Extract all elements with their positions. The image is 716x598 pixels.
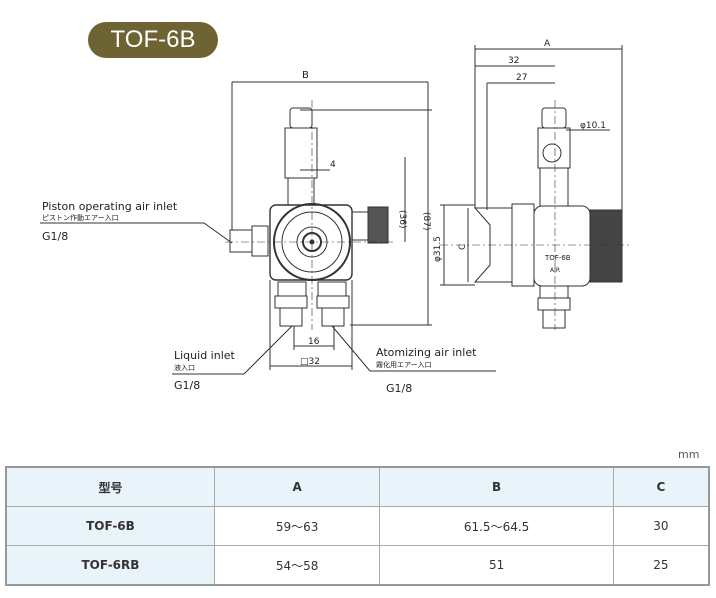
liquid-inlet-jp-label: 液入口 xyxy=(174,363,195,372)
dim-87-label: (87) xyxy=(421,212,431,230)
dim-36-label: (36) xyxy=(397,210,407,228)
atomizing-inlet-label: Atomizing air inlet xyxy=(376,346,477,359)
cell-b: 61.5～64.5 xyxy=(379,506,614,546)
dim-4-label: 4 xyxy=(330,160,336,170)
header-c: C xyxy=(612,466,710,507)
dim-phi315-label: φ31.5 xyxy=(433,236,443,262)
front-view: B 4 (36) (87) 16 □32 Piston operating ai… xyxy=(40,70,496,395)
cell-c: 30 xyxy=(612,506,710,546)
dim-32-label: 32 xyxy=(508,56,519,66)
header-a: A xyxy=(213,466,381,507)
header-model: 型号 xyxy=(5,466,215,507)
table-header-row: 型号 A B C xyxy=(5,466,710,507)
table-row: TOF-6B 59～63 61.5～64.5 30 xyxy=(5,506,710,546)
dim-b-label: B xyxy=(302,70,309,81)
piston-thread-label: G1/8 xyxy=(42,230,68,243)
cell-model: TOF-6B xyxy=(5,506,215,546)
cell-a: 54～58 xyxy=(213,545,381,586)
atomizing-thread-label: G1/8 xyxy=(386,382,412,395)
dimension-drawing: B 4 (36) (87) 16 □32 Piston operating ai… xyxy=(40,39,630,395)
product-title-badge: TOF-6B xyxy=(88,22,218,58)
liquid-inlet-label: Liquid inlet xyxy=(174,349,236,362)
piston-inlet-label: Piston operating air inlet xyxy=(42,200,178,213)
dim-phi10-label: φ10.1 xyxy=(580,121,606,131)
cell-b: 51 xyxy=(379,545,614,586)
dim-27-label: 27 xyxy=(516,73,527,83)
header-b: B xyxy=(379,466,614,507)
dim-16-label: 16 xyxy=(308,337,320,347)
dim-a-label: A xyxy=(544,39,551,49)
cell-a: 59～63 xyxy=(213,506,381,546)
table-row: TOF-6RB 54～58 51 25 xyxy=(5,545,710,586)
liquid-thread-label: G1/8 xyxy=(174,379,200,392)
cell-c: 25 xyxy=(612,545,710,586)
spec-table: 型号 A B C TOF-6B 59～63 61.5～64.5 30 TOF-6… xyxy=(5,466,710,586)
side-model-label: TOF-6B xyxy=(544,254,571,262)
unit-label: mm xyxy=(678,448,700,461)
cell-model: TOF-6RB xyxy=(5,545,215,586)
dim-32sq-label: □32 xyxy=(300,357,320,367)
side-view: A 32 27 φ10.1 φ31.5 C TOF-6B AIR xyxy=(433,39,630,330)
piston-inlet-jp-label: ピストン作動エアー入口 xyxy=(42,213,119,222)
dim-c-label: C xyxy=(458,244,468,250)
side-air-label: AIR xyxy=(550,267,560,274)
atomizing-inlet-jp-label: 霧化用エアー入口 xyxy=(376,360,432,369)
